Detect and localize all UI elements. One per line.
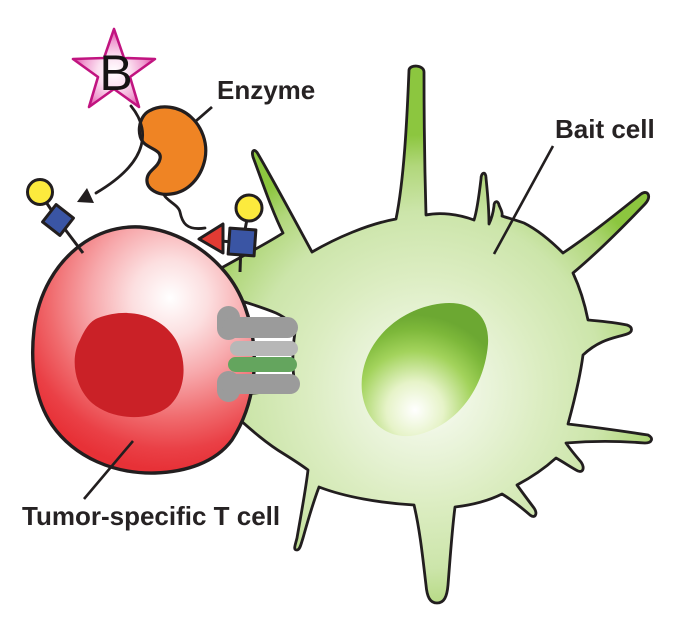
antigen-yellow-head <box>234 193 264 223</box>
biotin-transfer-arrow <box>77 104 144 203</box>
t-cell-antigen-group <box>26 178 85 254</box>
antigen-blue-square <box>226 226 258 258</box>
antigen-yellow-head <box>26 178 54 206</box>
biotin-letter-label: B <box>99 45 133 101</box>
receptor-bar-2 <box>230 341 298 356</box>
enzyme-label: Enzyme <box>217 75 316 105</box>
t-cell-group <box>31 225 257 475</box>
antigen-blue-diamond <box>41 203 75 237</box>
enzyme-icon <box>137 105 208 196</box>
receptor-bars-group <box>217 306 300 402</box>
arrow-shaft <box>94 104 144 195</box>
bait-cell-nucleus <box>361 302 489 437</box>
red-tag-triangle <box>197 222 225 255</box>
t-cell-pointer-line <box>83 440 134 500</box>
receptor-bar-3 <box>228 357 297 372</box>
biotin-star-icon <box>71 27 157 109</box>
receptor-bar-4 <box>221 374 300 394</box>
receptor-bar-1 <box>222 317 298 338</box>
t-cell-nucleus <box>74 312 184 418</box>
arrowhead <box>77 188 94 203</box>
bait-cell-pointer-line <box>492 145 555 255</box>
bait-antigen-group <box>197 193 264 273</box>
tumor-t-cell-label: Tumor-specific T cell <box>22 501 281 531</box>
bait-cell-label: Bait cell <box>555 114 655 144</box>
